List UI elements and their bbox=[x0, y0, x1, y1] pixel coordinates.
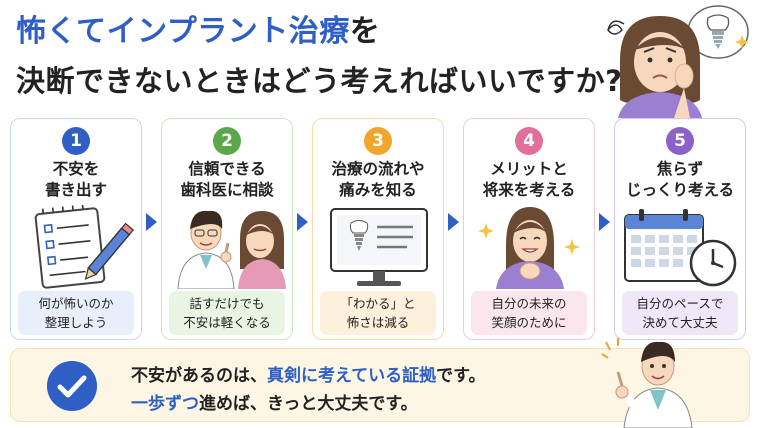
step-label-line2: じっくり考える bbox=[625, 181, 735, 199]
step-note: 自分の未来の笑顔のために bbox=[471, 291, 587, 335]
doctor-pointing-icon bbox=[601, 338, 693, 428]
step-label-line1: 信頼できる bbox=[188, 160, 266, 178]
step-label-line1: 不安を bbox=[52, 160, 100, 178]
step-card-1: 1 不安を書き出す 何が怖いのか整理しよう bbox=[10, 118, 142, 340]
worried-woman-icon bbox=[607, 5, 749, 118]
conclusion-highlight: 真剣に考えている証拠 bbox=[267, 366, 437, 386]
step-label-line2: 歯科医に相談 bbox=[180, 181, 274, 199]
step-label: 不安を書き出す bbox=[11, 159, 141, 201]
step-label-line1: 焦らず bbox=[656, 160, 704, 178]
step-note-line2: 不安は軽くなる bbox=[183, 315, 271, 330]
step-note-line2: 笑顔のために bbox=[491, 315, 567, 330]
step-number-badge: 5 bbox=[666, 127, 694, 155]
arrow-right-icon bbox=[599, 213, 610, 231]
step-card-3: 3 治療の流れや痛みを知る 「わかる」と怖さは減る bbox=[312, 118, 444, 340]
calendar-clock-icon bbox=[624, 209, 737, 287]
step-number-badge: 4 bbox=[515, 127, 543, 155]
steps-row: 1 不安を書き出す 何が怖いのか整理しよう 2 信頼できる歯科医に相談 bbox=[10, 118, 752, 340]
conclusion-text: 不安があるのは、 bbox=[131, 366, 267, 386]
smiling-woman-icon bbox=[478, 207, 580, 289]
step-label-line1: 治療の流れや bbox=[331, 160, 425, 178]
doctor-consult-icon bbox=[177, 210, 286, 289]
check-circle-icon bbox=[47, 361, 97, 411]
step-label-line1: メリットと bbox=[490, 160, 568, 178]
step-note-line1: 「わかる」と bbox=[340, 296, 416, 311]
step-note-line2: 決めて大丈夫 bbox=[642, 315, 718, 330]
step-card-4: 4 メリットと将来を考える 自分の未来の笑顔のために bbox=[463, 118, 595, 340]
arrow-right-icon bbox=[297, 213, 308, 231]
page-title-line1: 怖くてインプラント治療を bbox=[16, 6, 380, 50]
step-note-line1: 自分のペースで bbox=[636, 296, 724, 311]
step-label: 治療の流れや痛みを知る bbox=[313, 159, 443, 201]
step-number-badge: 1 bbox=[62, 127, 90, 155]
step-note-line1: 自分の未来の bbox=[491, 296, 567, 311]
step-note-line2: 怖さは減る bbox=[346, 315, 410, 330]
arrow-right-icon bbox=[448, 213, 459, 231]
conclusion-box: 不安があるのは、真剣に考えている証拠です。 一歩ずつ進めば、きっと大丈夫です。 bbox=[10, 348, 750, 422]
page-title-line2: 決断できないときはどう考えればいいですか? bbox=[16, 64, 623, 98]
step-label-line2: 将来を考える bbox=[482, 181, 576, 199]
checklist-pencil-icon bbox=[34, 205, 135, 289]
step-note: 話すだけでも不安は軽くなる bbox=[169, 291, 285, 335]
conclusion-line1: 不安があるのは、真剣に考えている証拠です。 bbox=[131, 361, 485, 386]
step-label: 焦らずじっくり考える bbox=[615, 159, 745, 201]
conclusion-line2: 一歩ずつ進めば、きっと大丈夫です。 bbox=[131, 389, 418, 414]
step-label-line2: 書き出す bbox=[44, 181, 107, 199]
step-note: 「わかる」と怖さは減る bbox=[320, 291, 436, 335]
conclusion-highlight: 一歩ずつ bbox=[131, 394, 199, 414]
step-number-badge: 2 bbox=[213, 127, 241, 155]
conclusion-text: です。 bbox=[436, 366, 486, 386]
title-highlight: 怖くてインプラント治療 bbox=[16, 14, 350, 49]
step-note-line2: 整理しよう bbox=[44, 315, 108, 330]
conclusion-text: 進めば、きっと大丈夫です。 bbox=[199, 394, 418, 414]
arrow-right-icon bbox=[146, 213, 157, 231]
step-label: 信頼できる歯科医に相談 bbox=[162, 159, 292, 201]
title-particle: を bbox=[349, 14, 381, 49]
step-note: 何が怖いのか整理しよう bbox=[18, 291, 134, 335]
step-card-2: 2 信頼できる歯科医に相談 話すだけでも不安は軽くなる bbox=[161, 118, 293, 340]
step-card-5: 5 焦らずじっくり考える 自分のペースで決めて大丈夫 bbox=[614, 118, 746, 340]
step-number-badge: 3 bbox=[364, 127, 392, 155]
step-label: メリットと将来を考える bbox=[464, 159, 594, 201]
step-note-line1: 話すだけでも bbox=[189, 296, 265, 311]
step-label-line2: 痛みを知る bbox=[339, 181, 417, 199]
implant-monitor-icon bbox=[330, 208, 428, 286]
step-note: 自分のペースで決めて大丈夫 bbox=[622, 291, 738, 335]
step-note-line1: 何が怖いのか bbox=[38, 296, 114, 311]
